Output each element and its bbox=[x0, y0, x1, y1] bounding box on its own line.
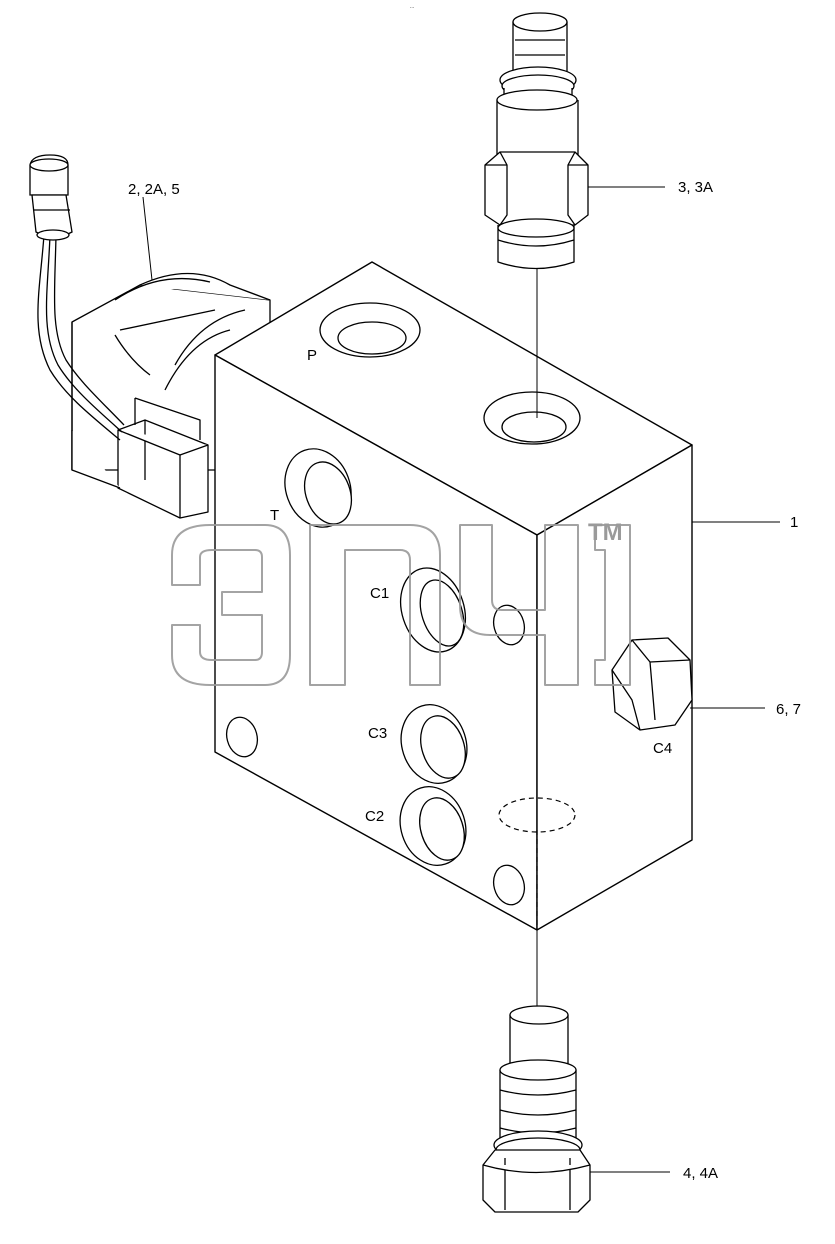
port-label-c1: C1 bbox=[370, 585, 389, 602]
bottom-cartridge bbox=[482, 1005, 591, 1213]
callout-body: 1 bbox=[790, 514, 798, 531]
port-label-c2: C2 bbox=[365, 808, 384, 825]
c4-plug bbox=[611, 637, 693, 731]
port-label-c3: C3 bbox=[368, 725, 387, 742]
header-mark: ... bbox=[410, 4, 414, 10]
port-label-c4: C4 bbox=[653, 740, 672, 757]
wire-connector bbox=[29, 154, 73, 241]
port-label-t: T bbox=[270, 507, 279, 524]
solenoid-wires bbox=[37, 234, 125, 441]
callout-bottom-cartridge: 4, 4A bbox=[683, 1165, 718, 1182]
solenoid-coil bbox=[71, 272, 271, 519]
callout-solenoid: 2, 2A, 5 bbox=[128, 181, 180, 198]
hidden-bore bbox=[498, 797, 576, 930]
front-ports bbox=[225, 448, 526, 906]
callout-plug: 6, 7 bbox=[776, 701, 801, 718]
leader-lines bbox=[142, 186, 780, 1173]
watermark-tm: TM bbox=[588, 519, 623, 546]
top-ports bbox=[319, 302, 581, 445]
top-cartridge bbox=[484, 12, 589, 270]
port-label-p: P bbox=[307, 347, 317, 364]
callout-top-cartridge: 3, 3A bbox=[678, 179, 713, 196]
watermark-logo bbox=[171, 524, 631, 686]
